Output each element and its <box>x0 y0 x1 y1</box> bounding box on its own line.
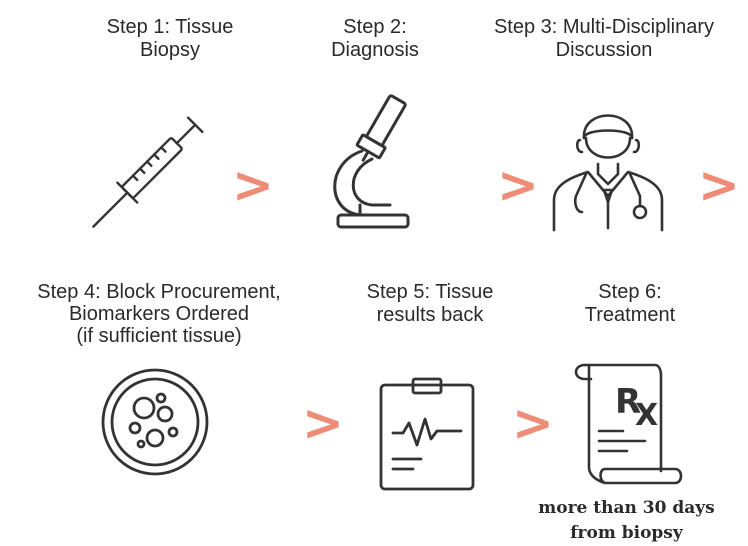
prescription-icon: R X <box>565 357 685 489</box>
step-5-label: Step 5: Tissue results back <box>366 281 494 326</box>
step-2-label: Step 2: Diagnosis <box>331 16 419 61</box>
arrow-step4-to-step5: > <box>302 394 344 452</box>
petri-dish-icon <box>95 362 215 482</box>
step-4-label: Step 4: Block Procurement, Biomarkers Or… <box>37 281 281 347</box>
svg-text:X: X <box>635 398 658 433</box>
doctor-icon <box>548 98 668 233</box>
arrow-step5-to-step6: > <box>512 394 554 452</box>
step-1-label: Step 1: Tissue Biopsy <box>106 16 234 61</box>
timeframe-note: more than 30 days from biopsy <box>538 498 715 543</box>
arrow-step1-to-step2: > <box>232 156 274 214</box>
microscope-icon <box>320 93 420 233</box>
clipboard-icon <box>377 377 477 492</box>
step-6-label: Step 6: Treatment <box>584 281 676 326</box>
svg-text:R: R <box>615 382 641 422</box>
arrow-step3-to-step4: > <box>698 156 740 214</box>
step-3-label: Step 3: Multi-Disciplinary Discussion <box>493 16 715 61</box>
arrow-step2-to-step3: > <box>497 156 539 214</box>
syringe-icon <box>85 100 205 250</box>
